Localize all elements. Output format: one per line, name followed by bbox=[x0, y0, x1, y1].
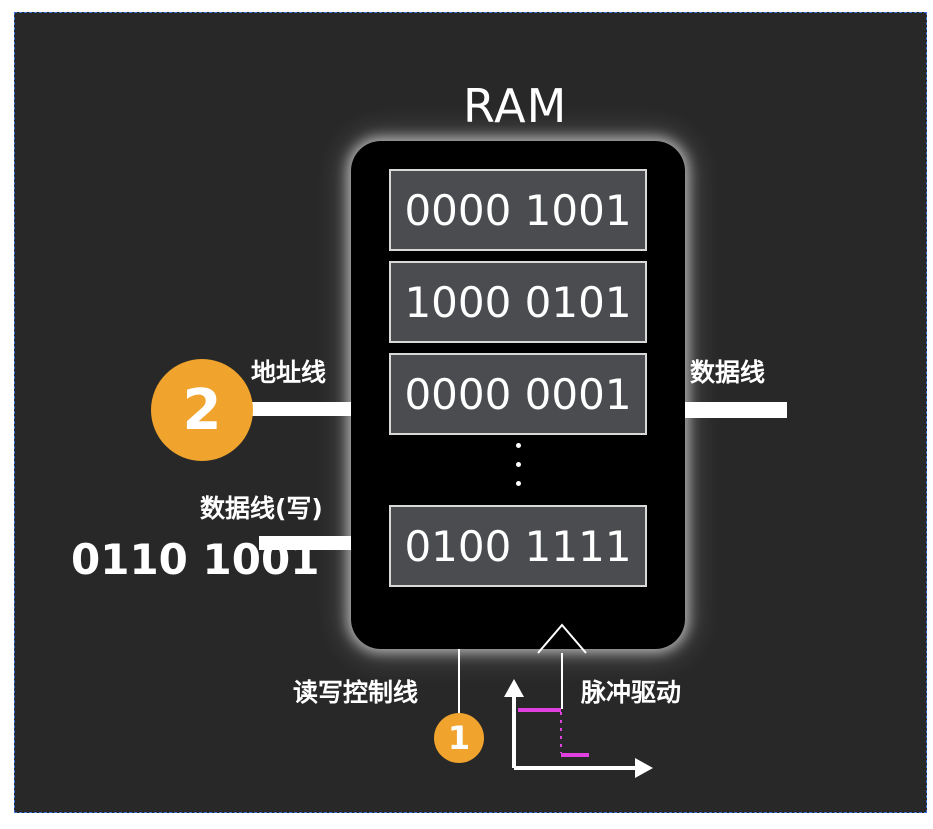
clock-pulse-diagram bbox=[504, 623, 653, 778]
address-line-label: 地址线 bbox=[251, 358, 327, 387]
data-line-label: 数据线 bbox=[690, 358, 766, 387]
data-write-line bbox=[259, 536, 351, 550]
address-line bbox=[251, 402, 351, 416]
step-badge-1: 1 bbox=[434, 713, 484, 763]
pulse-axis-y-arrow bbox=[504, 679, 524, 697]
ellipsis-dot bbox=[516, 462, 521, 467]
memory-cell-2: 1000 0101 bbox=[389, 261, 647, 343]
pulse-axis-x-arrow bbox=[635, 758, 653, 778]
step-badge-2: 2 bbox=[151, 359, 253, 461]
clock-input-triangle bbox=[537, 623, 587, 654]
data-write-line-label: 数据线(写) bbox=[200, 494, 323, 523]
ellipsis-dot bbox=[516, 481, 521, 486]
rw-control-line bbox=[458, 649, 460, 729]
diagram-canvas: RAM 0000 1001 1000 0101 0000 0001 0100 1… bbox=[14, 12, 927, 813]
ram-title: RAM bbox=[463, 79, 568, 133]
data-line bbox=[685, 402, 787, 418]
pulse-drive-label: 脉冲驱动 bbox=[581, 678, 682, 707]
memory-cell-4: 0100 1111 bbox=[389, 505, 647, 587]
memory-cell-1: 0000 1001 bbox=[389, 169, 647, 251]
memory-cell-3: 0000 0001 bbox=[389, 353, 647, 435]
ellipsis-dot bbox=[516, 443, 521, 448]
rw-control-line-label: 读写控制线 bbox=[293, 678, 419, 707]
write-value: 0110 1001 bbox=[71, 535, 320, 584]
